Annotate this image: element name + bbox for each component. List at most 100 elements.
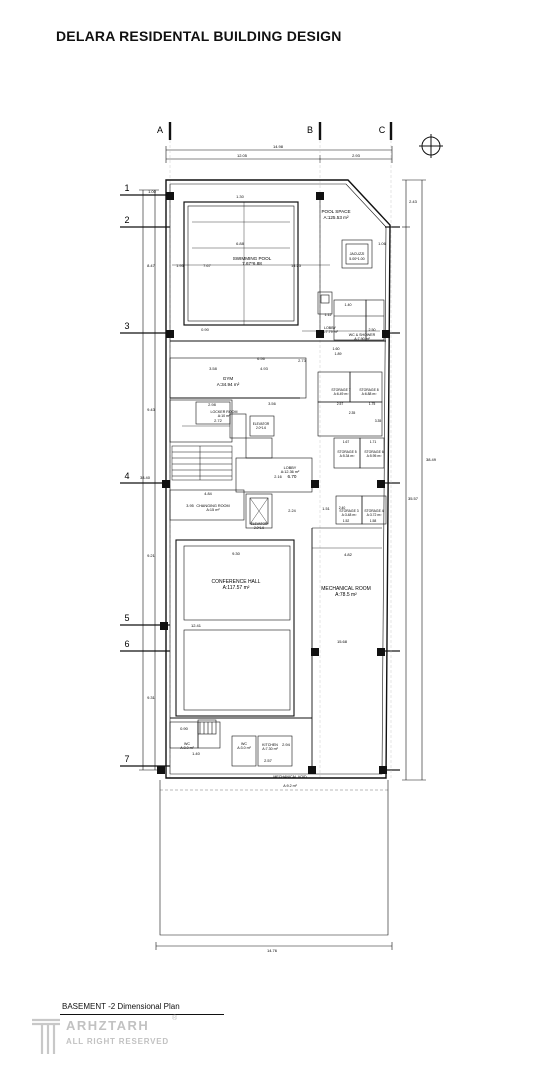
storage-4-area: A:3.72 m²: [367, 513, 383, 517]
storage-5-area: A:5.34 m²: [340, 454, 356, 458]
wc-shower-label: WC & SHOWER: [349, 333, 376, 337]
storage-5-label: STORAGE 5: [337, 450, 356, 454]
dim-row-2-3: 8.47: [147, 263, 156, 268]
locker-room-label: LOCKER ROOM: [211, 410, 238, 414]
mechanical-room-label: MECHANICAL ROOM: [321, 586, 371, 592]
pool-zone: [170, 200, 386, 342]
storage-7-area: A:6.49 m²: [334, 392, 350, 396]
dim-misc-13: 1.40: [345, 303, 352, 307]
dim-misc-10: 1.58: [370, 519, 377, 523]
stair-block: [171, 445, 233, 481]
dim-pool-w: 1.30: [236, 194, 245, 199]
wc-shower-area: A:7.90 m²: [354, 337, 370, 341]
lobby-upper-area: A:7.79 m²: [322, 330, 338, 334]
drawing-title: DELARA RESIDENTAL BUILDING DESIGN: [56, 28, 342, 44]
dim-misc-6: 1.67: [343, 440, 350, 444]
gym-label: GYM: [223, 376, 234, 381]
grid-row-1: 1: [124, 183, 129, 193]
dim-left-total: 38.40: [140, 475, 151, 480]
dim-misc-7: 1.71: [370, 440, 377, 444]
dim-bottom-total: 14.76: [267, 948, 278, 953]
dim-row-6-7: 9.31: [147, 695, 156, 700]
dim-misc-14: 1.12: [325, 313, 332, 317]
dim-lobby-dim: 2.16: [274, 475, 281, 479]
dim-top-ab: 12.05: [237, 153, 248, 158]
lobby-upper-label: LOBBY: [324, 326, 337, 330]
conference-hall-area: A:117.57 m²: [223, 585, 250, 591]
conference-hall-zone: [170, 528, 313, 770]
conference-hall-labels: CONFERENCE HALL A:117.57 m² 9.30 12.41: [191, 551, 261, 628]
dim-top-bc: 2.93: [352, 153, 361, 158]
grid-col-c: C: [379, 125, 386, 135]
grid-col-b: B: [307, 125, 313, 135]
dim-misc-1: 2.73: [298, 358, 307, 363]
dim-mech-w: 4.82: [344, 552, 353, 557]
swimming-pool-label: SWIMMING POOL: [233, 256, 272, 261]
dim-change-w: 4.84: [204, 492, 211, 496]
storage-8-area: A:6.88 m²: [362, 392, 378, 396]
storage-3-area: A:3.48 m²: [342, 513, 358, 517]
grid-column-markers: A B C: [157, 122, 393, 140]
grid-faint-lines: [169, 140, 392, 780]
dim-top-total: 14.98: [273, 144, 284, 149]
dim-conf-right: 12.41: [191, 623, 202, 628]
dim-misc-16: 2.50: [369, 328, 376, 332]
storage-zone: [317, 371, 387, 525]
right-dimensions: 2.43 35.57 38.49: [402, 179, 437, 781]
gym-zone: [169, 357, 307, 443]
locker-room-area: A:10 m²: [218, 414, 231, 418]
grid-row-2: 2: [124, 215, 129, 225]
wc-right-area: A:3.0 m²: [237, 746, 251, 750]
bottom-dimension: 14.76: [155, 942, 393, 953]
dim-locker-w: 2.98: [208, 402, 217, 407]
bottom-service-zone: [169, 719, 293, 767]
dim-gym-low: 3.56: [268, 401, 277, 406]
dim-gym-left: 3.58: [209, 366, 218, 371]
pool-dimensions: 1.30 6.88 1.95 7.67 14.23 0.90 1.06: [176, 194, 387, 332]
dim-row-4-6: 9.21: [147, 553, 156, 558]
wc-left-area: A:3.0 m²: [180, 746, 194, 750]
pool-labels: POOL SPACE A:125.53 m² SWIMMING POOL 7.6…: [233, 209, 365, 266]
grid-row-3: 3: [124, 321, 129, 331]
storage-6-area: A:5.95 m²: [367, 454, 383, 458]
conference-hall-label: CONFERENCE HALL: [212, 579, 261, 585]
logo-name: ARHZTARH: [66, 1018, 150, 1033]
changing-room-labels: CHANGING ROOM A:15 m² 4.84 3.95: [186, 492, 229, 512]
dim-misc-4: 2.35: [349, 411, 356, 415]
plan-caption: BASEMENT -2 Dimensional Plan: [62, 1002, 180, 1011]
changing-room-label: CHANGING ROOM: [196, 504, 229, 508]
dim-right-total: 38.49: [426, 457, 437, 462]
lobby-main-label: LOBBY: [284, 466, 297, 470]
storage-6-label: STORAGE 6: [364, 450, 383, 454]
dim-misc-2: 2.57: [337, 402, 344, 406]
storage-8-label: STORAGE 8: [359, 388, 378, 392]
storage-4-label: STORAGE 4: [364, 509, 383, 513]
pool-space-area: A:125.53 m²: [323, 215, 348, 220]
dim-misc-12: 2.24: [288, 509, 295, 513]
dim-jacuzzi-w: 1.06: [378, 241, 387, 246]
jacuzzi-area: 5.00*1.00: [349, 257, 364, 261]
elevator-1-area: 2.0*1.6: [256, 426, 266, 430]
grid-row-4: 4: [124, 471, 129, 481]
north-arrow-icon: [419, 134, 443, 158]
dim-lobby-h: 6.70: [288, 474, 297, 479]
dim-kitchen-w: 2.57: [264, 758, 273, 763]
dim-conf-w: 9.30: [232, 551, 241, 556]
elevator-1-label: ELEVATOR: [253, 422, 270, 426]
mechanical-room-labels: MECHANICAL ROOM A:78.5 m² 4.82 15.68: [321, 552, 371, 644]
kitchen-label: KITCHEN: [262, 743, 278, 747]
left-dimensions: 38.40 1.00 8.47 9.43 9.21 9.31: [139, 189, 159, 771]
storage-labels: STORAGE 7 A:6.49 m² STORAGE 8 A:6.88 m² …: [331, 388, 383, 523]
grid-row-6: 6: [124, 639, 129, 649]
arhztarh-logo-icon: [32, 1018, 60, 1054]
dim-pool-inner: 6.88: [236, 241, 245, 246]
gym-labels: GYM A:34.94 m² LOCKER ROOM A:10 m² ELEVA…: [211, 376, 270, 430]
mechanical-void-label: MECHANICAL VOID: [273, 775, 307, 779]
lobby-labels: LOBBY A:12.36 m² 6.70 2.16 ELEVATOR 2.0*…: [251, 466, 330, 530]
logo-registered-mark: ®: [172, 1015, 178, 1022]
wc-right-label: WC: [241, 742, 247, 746]
building-outline: [165, 179, 391, 779]
dim-locker-h: 2.72: [214, 418, 223, 423]
grid-col-a: A: [157, 125, 163, 135]
